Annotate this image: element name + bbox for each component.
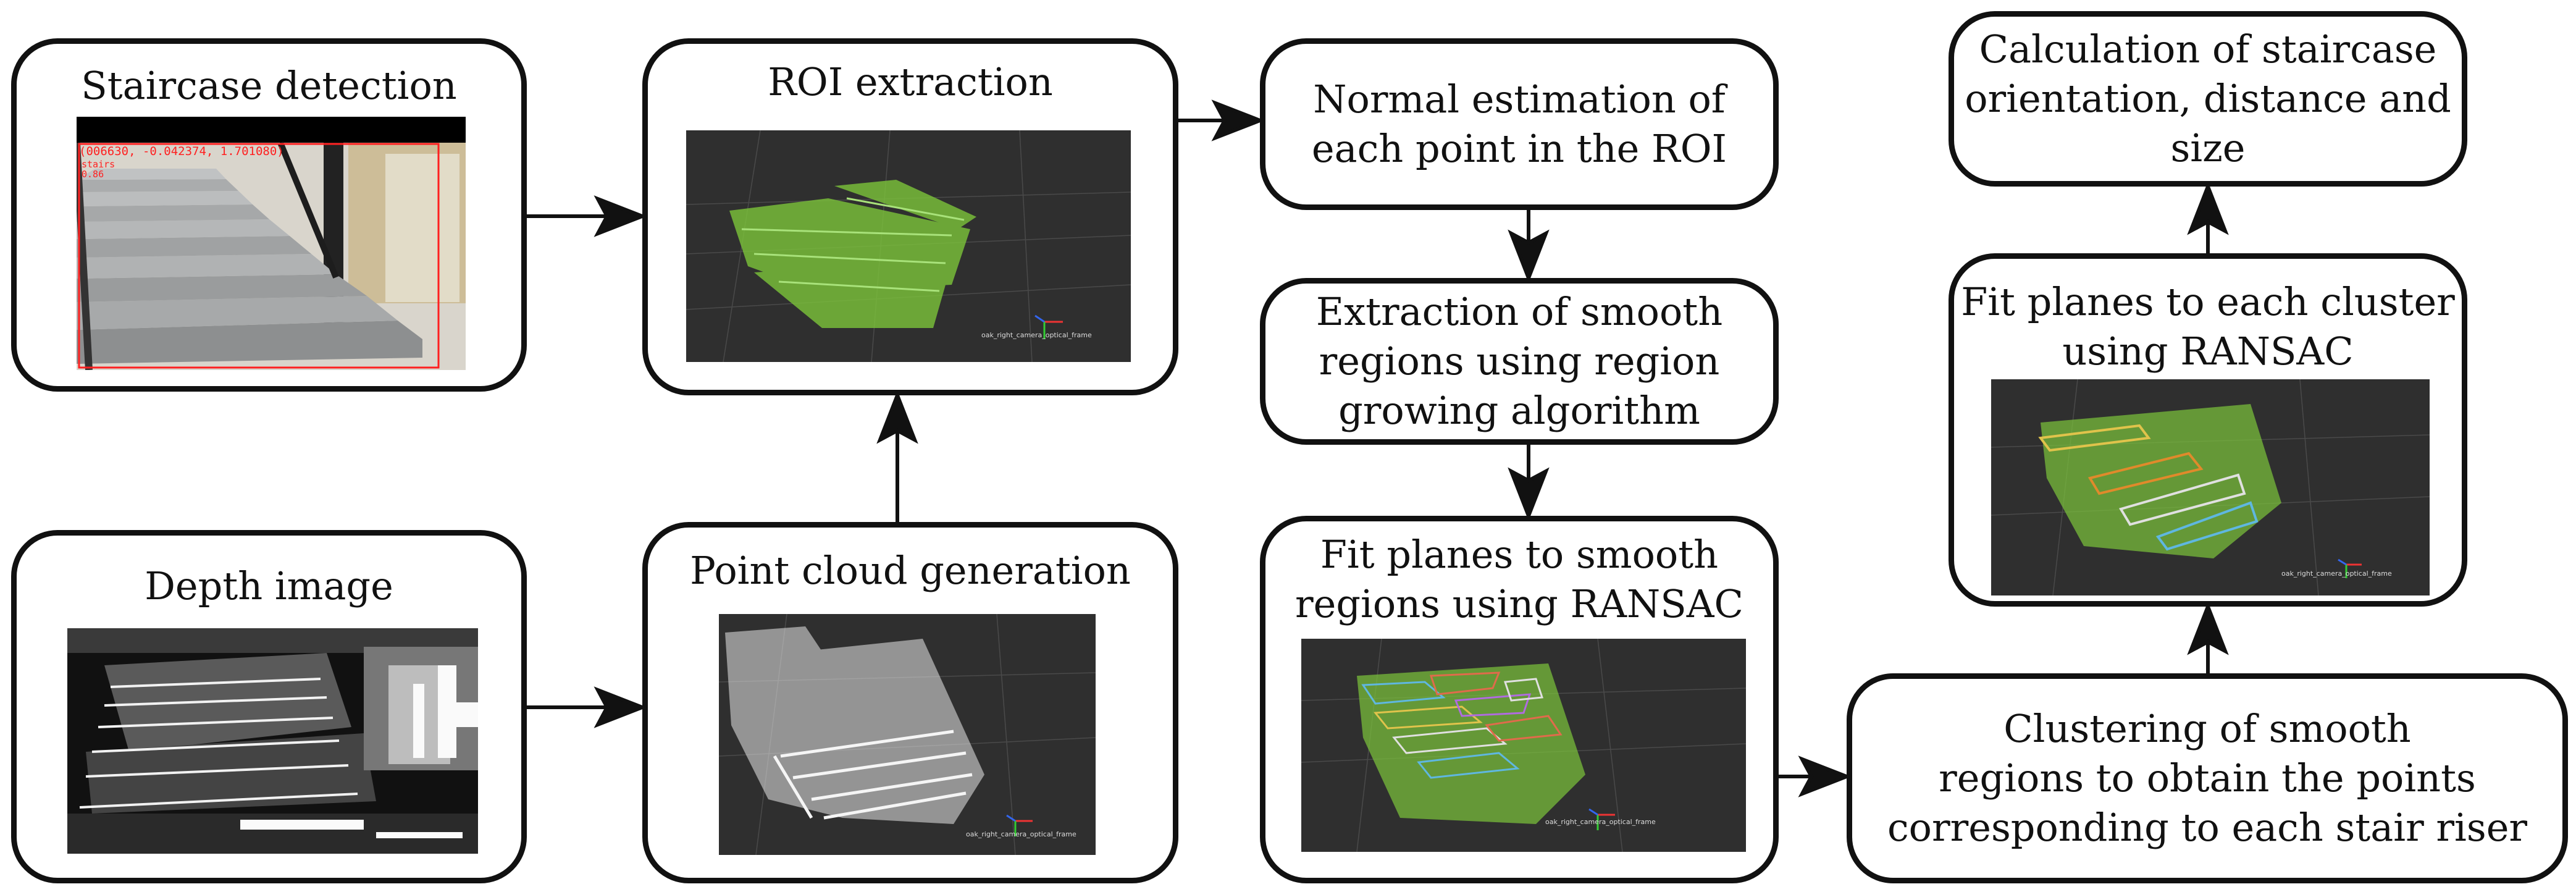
depth-texture <box>67 628 478 854</box>
frame-label: oak_right_camera_optical_frame <box>2281 570 2392 578</box>
node-roi-extraction: ROI extraction oak_right_camera_opti <box>642 38 1178 395</box>
axis-gizmo <box>1006 814 1033 836</box>
node-title: Depth image <box>145 563 393 608</box>
axis-gizmo <box>1588 808 1615 830</box>
arrowhead <box>1508 229 1550 284</box>
arrowhead <box>1211 99 1265 141</box>
detection-score: 0.86 <box>82 169 104 180</box>
frame-label: oak_right_camera_optical_frame <box>966 830 1076 838</box>
text-line: Fit planes to smooth <box>1320 532 1719 577</box>
green-points <box>729 180 976 328</box>
text-line: Normal estimation of <box>1313 77 1726 122</box>
node-text: Extraction of smooth regions using regio… <box>1265 287 1773 435</box>
pointcloud-panel: oak_right_camera_optical_frame <box>719 614 1096 855</box>
node-text: Fit planes to smooth regions using RANSA… <box>1265 530 1773 629</box>
node-staircase-calculation: Calculation of staircase orientation, di… <box>1949 11 2467 187</box>
arrowhead <box>876 390 918 444</box>
staircase-photo: (006630, -0.042374, 1.701080) stairs 0.8… <box>77 117 466 370</box>
green-points <box>1357 663 1585 824</box>
node-text: Calculation of staircase orientation, di… <box>1954 25 2462 173</box>
depth-stair-edges <box>79 678 358 809</box>
stair-steps <box>77 169 422 364</box>
text-line: using RANSAC <box>2062 329 2354 374</box>
axis-gizmo <box>2338 558 2362 578</box>
arrowhead <box>1798 755 1852 797</box>
fitted-plane-outlines <box>1361 671 1563 779</box>
text-line: Clustering of smooth <box>2003 706 2411 751</box>
text-line: Extraction of smooth <box>1315 289 1723 334</box>
frame-label: oak_right_camera_optical_frame <box>1545 818 1656 826</box>
text-line: growing algorithm <box>1338 388 1700 433</box>
arrowhead <box>594 195 648 237</box>
detection-coordinates: (006630, -0.042374, 1.701080) <box>79 145 284 158</box>
node-fit-planes-cluster: Fit planes to each cluster using RANSAC … <box>1949 253 2467 607</box>
white-stair-edges <box>773 730 973 820</box>
frame-label: oak_right_camera_optical_frame <box>981 331 1092 339</box>
node-depth-image: Depth image <box>11 530 527 883</box>
roi-pointcloud-panel: oak_right_camera_optical_frame <box>686 130 1131 362</box>
node-title: Point cloud generation <box>690 548 1131 593</box>
green-points <box>2041 404 2281 558</box>
text-line: Calculation of staircase <box>1979 27 2437 72</box>
node-title: ROI extraction <box>768 59 1053 104</box>
depth-highlights <box>240 665 478 838</box>
text-line: Fit planes to each cluster <box>1961 279 2455 324</box>
text-line: regions to obtain the points <box>1939 755 2476 801</box>
fit-planes-smooth-panel: oak_right_camera_optical_frame <box>1301 639 1746 852</box>
text-line: each point in the ROI <box>1311 126 1727 171</box>
node-fit-planes-smooth: Fit planes to smooth regions using RANSA… <box>1260 516 1779 883</box>
arrowhead <box>594 686 648 728</box>
arrowhead <box>1508 467 1550 521</box>
text-line: corresponding to each stair riser <box>1887 805 2528 850</box>
node-point-cloud-generation: Point cloud generation oak_right_camera_… <box>642 522 1178 883</box>
text-line: regions using region <box>1319 339 1720 384</box>
node-smooth-region-extraction: Extraction of smooth regions using regio… <box>1260 278 1779 445</box>
green-stair-edges <box>741 197 965 292</box>
fit-planes-cluster-panel: oak_right_camera_optical_frame <box>1991 379 2430 595</box>
axis-gizmo <box>1034 314 1063 339</box>
node-title: Staircase detection <box>81 63 457 108</box>
text-line: orientation, distance and <box>1965 76 2451 121</box>
detection-class: stairs <box>82 159 115 170</box>
arrowhead <box>2187 601 2229 655</box>
depth-image-panel <box>67 628 478 854</box>
cluster-plane-outlines <box>2038 424 2259 551</box>
node-clustering: Clustering of smooth regions to obtain t… <box>1847 673 2568 883</box>
node-text: Normal estimation of each point in the R… <box>1265 75 1773 174</box>
node-staircase-detection: Staircase detection (006630, -0.042374, … <box>11 38 527 392</box>
node-normal-estimation: Normal estimation of each point in the R… <box>1260 38 1779 210</box>
node-text: Clustering of smooth regions to obtain t… <box>1852 704 2562 852</box>
arrowhead <box>2187 181 2229 235</box>
text-line: size <box>2170 125 2246 170</box>
text-line: regions using RANSAC <box>1295 581 1743 626</box>
node-text: Fit planes to each cluster using RANSAC <box>1954 277 2462 376</box>
